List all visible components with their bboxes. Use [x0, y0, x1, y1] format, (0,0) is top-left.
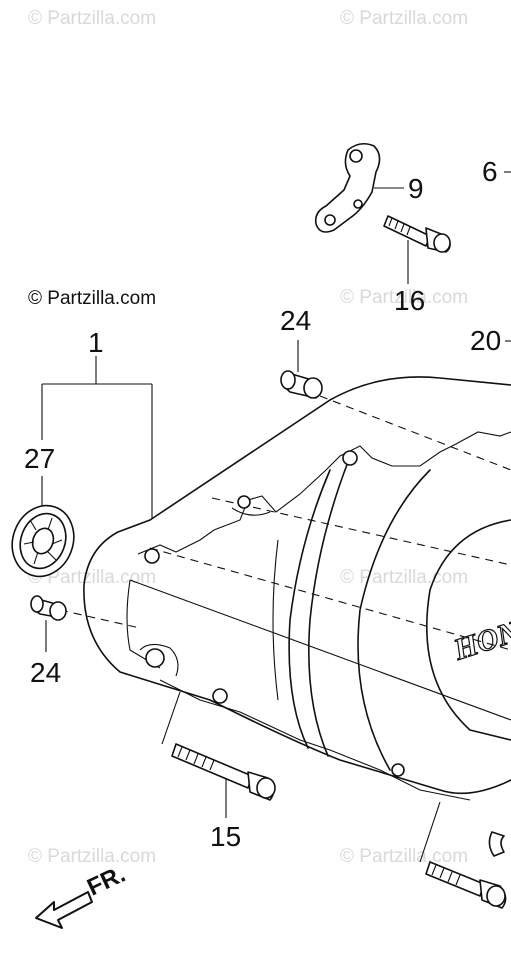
watermark: © Partzilla.com — [28, 846, 156, 867]
callout-15: 15 — [210, 821, 241, 852]
watermark: © Partzilla.com — [340, 567, 468, 588]
callout-9: 9 — [408, 173, 424, 204]
watermark: © Partzilla.com — [340, 287, 468, 308]
bolt-part-16 — [383, 215, 451, 253]
callout-24-upper: 24 — [280, 305, 311, 336]
bracket-part-9 — [314, 142, 381, 233]
guide-line — [59, 609, 141, 629]
guide-line — [319, 395, 511, 471]
callout-16: 16 — [394, 285, 425, 316]
partzilla-credit: © Partzilla.com — [28, 288, 156, 309]
cover-logo: HON — [449, 614, 511, 667]
guide-line — [211, 497, 511, 566]
watermark: © Partzilla.com — [340, 8, 468, 29]
guide-line — [149, 547, 511, 651]
bolt-lower-right — [425, 831, 507, 909]
watermark: © Partzilla.com — [340, 846, 468, 867]
callout-20: 20 — [470, 325, 501, 356]
leader-lines — [41, 171, 511, 863]
cover-outline — [83, 376, 511, 801]
guide-line — [129, 579, 511, 721]
watermark: © Partzilla.com — [28, 8, 156, 29]
watermark: © Partzilla.com — [28, 567, 156, 588]
cover-bosses — [139, 450, 405, 777]
front-direction-arrow: FR. — [35, 861, 130, 929]
dowel-part-24-upper — [280, 370, 323, 399]
bolt-part-15 — [171, 743, 276, 801]
callout-1: 1 — [88, 327, 104, 358]
dowel-part-24-lower — [30, 595, 67, 621]
cover-dome — [272, 461, 511, 771]
callout-6: 6 — [482, 156, 498, 187]
bearing-part-27 — [11, 504, 75, 578]
callout-24-lower: 24 — [30, 657, 61, 688]
callout-27: 27 — [24, 443, 55, 474]
